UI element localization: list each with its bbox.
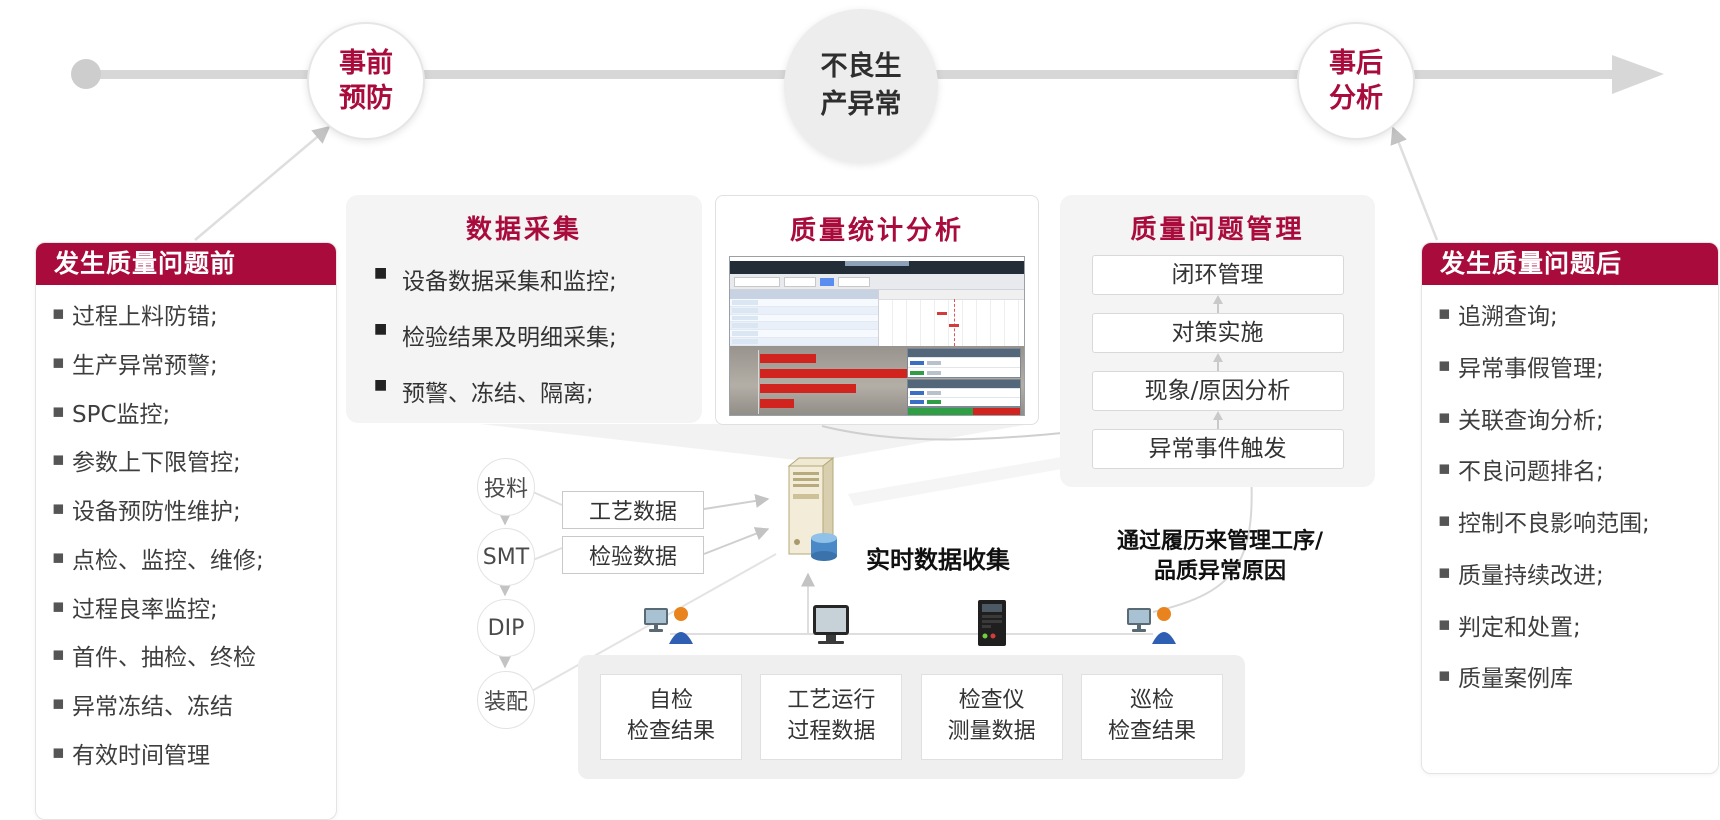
node-label-line: 产异常 bbox=[820, 89, 902, 120]
source-label-line: 检查结果 bbox=[626, 719, 715, 744]
list-item: 判定和处置; bbox=[1438, 613, 1706, 643]
data-collection-list: 设备数据采集和监控; 检验结果及明细采集; 预警、冻结、隔离; bbox=[346, 262, 702, 408]
list-item: SPC监控; bbox=[52, 400, 324, 430]
inspection-data-box: 检验数据 bbox=[562, 536, 704, 574]
screenshot-titlebar bbox=[730, 261, 1024, 274]
list-item: 追溯查询; bbox=[1438, 302, 1706, 332]
source-label-line: 检查结果 bbox=[1107, 719, 1196, 744]
screenshot-toolbar bbox=[730, 274, 1024, 289]
list-item: 有效时间管理 bbox=[52, 741, 324, 771]
timeline-start-dot bbox=[71, 59, 101, 89]
step-cause-analysis: 现象/原因分析 bbox=[1091, 371, 1344, 411]
list-item: 质量持续改进; bbox=[1438, 561, 1706, 591]
node-label-line: 预防 bbox=[339, 83, 393, 114]
data-sources-panel: 自检 检查结果 工艺运行 过程数据 检查仪 测量数据 巡检 检查结果 bbox=[578, 655, 1245, 779]
process-data-box: 工艺数据 bbox=[562, 491, 704, 529]
list-item: 异常事假管理; bbox=[1438, 354, 1706, 384]
list-item: 控制不良影响范围; bbox=[1438, 509, 1706, 539]
list-item: 点检、监控、维修; bbox=[52, 546, 324, 576]
inspector-terminal-icon bbox=[1126, 600, 1180, 654]
source-self-check: 自检 检查结果 bbox=[600, 674, 742, 760]
list-item: 设备预防性维护; bbox=[52, 497, 324, 527]
quality-analysis-title: 质量统计分析 bbox=[789, 216, 964, 246]
quality-analysis-panel: 质量统计分析 bbox=[715, 195, 1039, 425]
stage-dip: DIP bbox=[477, 599, 535, 657]
data-collection-title: 数据采集 bbox=[465, 215, 582, 245]
screenshot-statusbar bbox=[907, 407, 1021, 415]
problem-management-title: 质量问题管理 bbox=[1130, 215, 1305, 245]
before-problem-list: 过程上料防错; 生产异常预警; SPC监控; 参数上下限管控; 设备预防性维护;… bbox=[36, 285, 336, 771]
list-item: 预警、冻结、隔离; bbox=[374, 374, 702, 408]
before-problem-title: 发生质量问题前 bbox=[36, 243, 336, 285]
before-problem-panel: 发生质量问题前 过程上料防错; 生产异常预警; SPC监控; 参数上下限管控; … bbox=[35, 242, 337, 820]
inspection-machine-icon bbox=[970, 598, 1014, 654]
list-item: 参数上下限管控; bbox=[52, 448, 324, 478]
data-collection-panel: 数据采集 设备数据采集和监控; 检验结果及明细采集; 预警、冻结、隔离; bbox=[346, 195, 702, 423]
timeline-node-pre-prevention: 事前 预防 bbox=[307, 22, 425, 140]
list-item: 生产异常预警; bbox=[52, 351, 324, 381]
screenshot-minitable bbox=[907, 348, 1021, 378]
after-problem-title: 发生质量问题后 bbox=[1422, 243, 1718, 285]
screenshot-table bbox=[730, 290, 879, 346]
timeline-node-post-analysis: 事后 分析 bbox=[1297, 22, 1415, 140]
node-label-line: 事后 bbox=[1329, 47, 1383, 79]
list-item: 首件、抽检、终检 bbox=[52, 643, 324, 673]
after-problem-panel: 发生质量问题后 追溯查询; 异常事假管理; 关联查询分析; 不良问题排名; 控制… bbox=[1421, 242, 1719, 774]
server-icon bbox=[775, 456, 841, 570]
label-line: 品质异常原因 bbox=[1153, 558, 1286, 584]
problem-management-panel: 质量问题管理 闭环管理 对策实施 现象/原因分析 异常事件触发 bbox=[1060, 195, 1375, 487]
source-label-line: 自检 bbox=[648, 688, 693, 714]
screenshot-barchart bbox=[730, 346, 1024, 415]
timeline-arrowhead-icon bbox=[1612, 55, 1664, 94]
stage-feeding: 投料 bbox=[477, 458, 535, 516]
step-countermeasure: 对策实施 bbox=[1091, 313, 1344, 353]
step-event-trigger: 异常事件触发 bbox=[1091, 429, 1344, 469]
source-label-line: 过程数据 bbox=[787, 719, 876, 744]
source-label-line: 检查仪 bbox=[958, 688, 1025, 714]
source-instrument-measurement: 检查仪 测量数据 bbox=[920, 674, 1063, 760]
list-item: 设备数据采集和监控; bbox=[374, 262, 702, 296]
list-item: 检验结果及明细采集; bbox=[374, 318, 702, 352]
stage-smt: SMT bbox=[477, 528, 535, 586]
stage-assembly: 装配 bbox=[477, 671, 535, 729]
screenshot-minitable bbox=[907, 379, 1021, 407]
source-label-line: 测量数据 bbox=[947, 719, 1036, 744]
list-item: 关联查询分析; bbox=[1438, 406, 1706, 436]
history-management-label: 通过履历来管理工序/ 品质异常原因 bbox=[1100, 527, 1340, 586]
node-label-line: 分析 bbox=[1329, 83, 1383, 114]
source-label-line: 工艺运行 bbox=[787, 688, 876, 714]
after-problem-list: 追溯查询; 异常事假管理; 关联查询分析; 不良问题排名; 控制不良影响范围; … bbox=[1422, 285, 1718, 694]
up-arrow-icon bbox=[1212, 295, 1224, 313]
operator-terminal-icon bbox=[643, 600, 697, 654]
source-patrol-inspection: 巡检 检查结果 bbox=[1080, 674, 1223, 760]
quality-analysis-screenshot bbox=[729, 256, 1025, 416]
source-label-line: 巡检 bbox=[1129, 688, 1174, 714]
label-line: 通过履历来管理工序/ bbox=[1116, 529, 1324, 554]
list-item: 过程良率监控; bbox=[52, 595, 324, 625]
up-arrow-icon bbox=[1212, 411, 1224, 429]
list-item: 质量案例库 bbox=[1438, 664, 1706, 694]
list-item: 不良问题排名; bbox=[1438, 457, 1706, 487]
realtime-collection-label: 实时数据收集 bbox=[866, 546, 1010, 574]
terminal-screen-icon bbox=[806, 603, 856, 653]
step-closed-loop: 闭环管理 bbox=[1091, 255, 1344, 295]
timeline-node-production-abnormal: 不良生 产异常 bbox=[784, 9, 938, 163]
list-item: 异常冻结、冻结 bbox=[52, 692, 324, 722]
source-process-run-data: 工艺运行 过程数据 bbox=[760, 674, 903, 760]
node-label-line: 不良生 bbox=[820, 51, 902, 83]
list-item: 过程上料防错; bbox=[52, 302, 324, 332]
up-arrow-icon bbox=[1212, 353, 1224, 371]
screenshot-gantt bbox=[879, 290, 1024, 346]
node-label-line: 事前 bbox=[339, 47, 393, 79]
